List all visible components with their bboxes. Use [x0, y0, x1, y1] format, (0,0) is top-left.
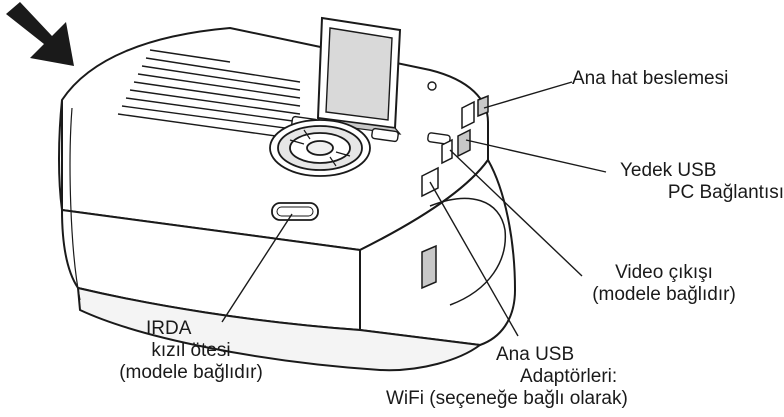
callout-irda-line3: (modele bağlıdır): [119, 362, 263, 383]
callout-irda-line2: kızıl ötesi: [151, 340, 231, 361]
callout-backup-usb-line2: PC Bağlantısı: [667, 182, 784, 203]
leader-irda: [221, 213, 293, 323]
callout-main-usb-line2: Adaptörleri:: [520, 366, 618, 387]
leader-video: [449, 149, 583, 277]
lcd-screen: [316, 16, 402, 135]
leader-backup-usb: [465, 139, 607, 173]
callout-backup-usb: Yedek USB PC Bağlantısı: [620, 160, 784, 204]
callout-main-usb: Ana USB Adaptörleri: WiFi (seçeneğe bağl…: [386, 344, 746, 408]
top-vents: [117, 49, 301, 139]
callout-main-usb-line1: Ana USB: [496, 344, 575, 365]
irda-window: [271, 202, 319, 221]
callout-video-line1: Video çıkışı: [615, 262, 713, 283]
callout-irda: IRDA kızıl ötesi (modele bağlıdır): [86, 318, 296, 384]
callout-irda-line1: IRDA: [146, 318, 192, 339]
leader-power: [483, 81, 573, 109]
callout-video: Video çıkışı (modele bağlıdır): [566, 262, 762, 306]
leader-main-usb: [429, 181, 519, 337]
callout-video-line2: (modele bağlıdır): [592, 284, 736, 305]
callout-power: Ana hat beslemesi: [572, 68, 728, 90]
callout-main-usb-line3: WiFi (seçeneğe bağlı olarak): [386, 388, 628, 408]
direction-arrow: [6, 2, 74, 66]
callout-lines: [221, 81, 607, 337]
navigation-dial: [269, 119, 371, 177]
callout-power-line1: Ana hat beslemesi: [572, 68, 729, 89]
callout-backup-usb-line1: Yedek USB: [620, 160, 717, 181]
